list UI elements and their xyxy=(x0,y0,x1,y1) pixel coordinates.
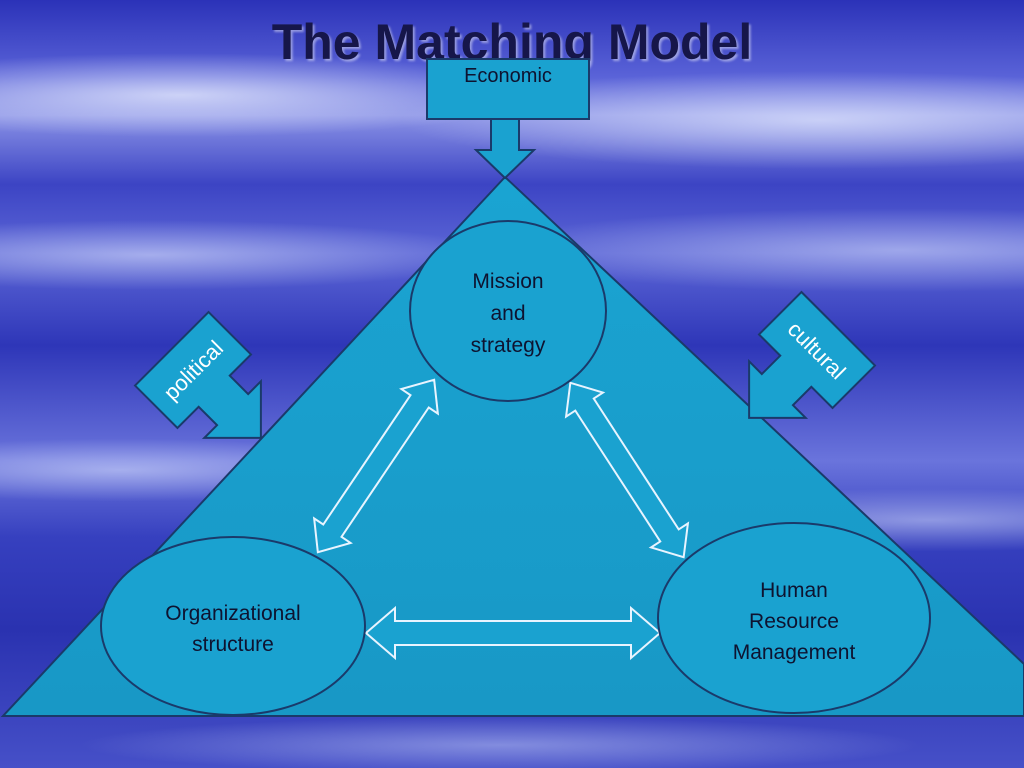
economic-arrow xyxy=(473,118,537,180)
economic-box xyxy=(426,58,590,120)
hrm-label-2: Resource xyxy=(749,610,839,633)
double-arrow-mission-hrm xyxy=(564,381,690,559)
mission-label-1: Mission xyxy=(472,270,543,293)
double-arrow-mission-structure xyxy=(312,378,440,554)
hrm-label-3: Management xyxy=(733,641,856,664)
mission-label-3: strategy xyxy=(471,334,546,357)
mission-circle xyxy=(409,220,607,402)
political-arrow: political xyxy=(133,310,262,439)
structure-ellipse xyxy=(100,536,366,716)
economic-label: Economic xyxy=(464,65,552,87)
hrm-label-1: Human xyxy=(760,579,828,602)
hrm-ellipse xyxy=(657,522,931,714)
mission-label-2: and xyxy=(490,302,525,325)
structure-label-1: Organizational xyxy=(165,602,300,625)
structure-label-2: structure xyxy=(192,633,274,656)
